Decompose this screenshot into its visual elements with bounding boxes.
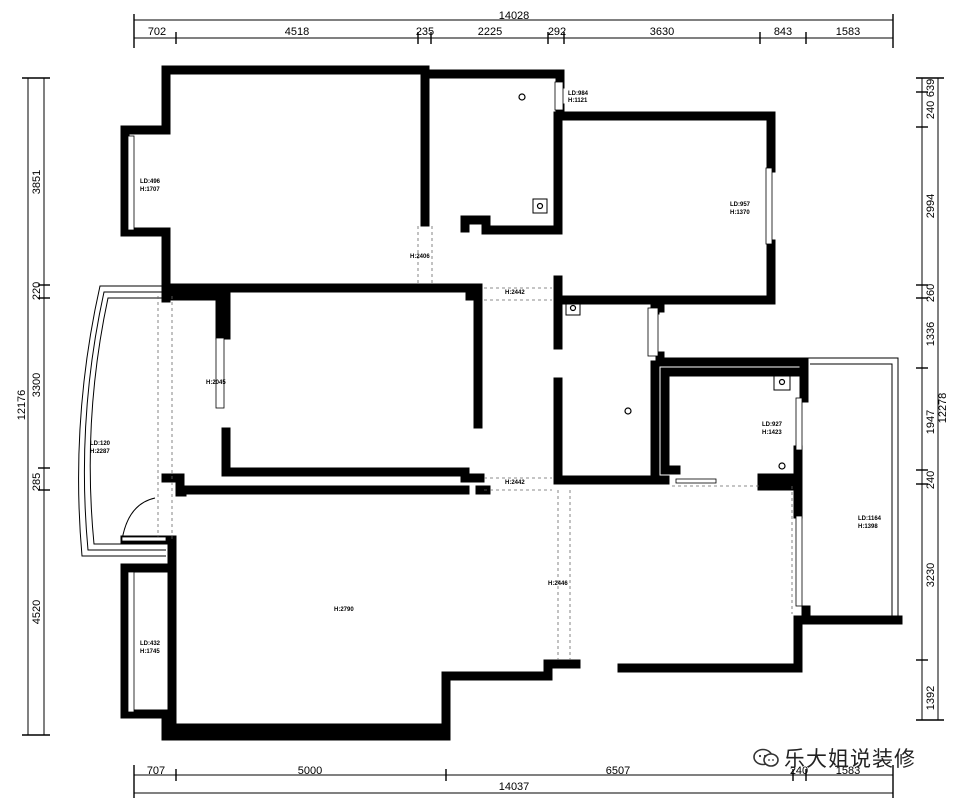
bottom-seg-1: 707 (147, 765, 165, 777)
opening-labels: LD:984 H:1121 LD:496 H:1707 LD:957 H:137… (90, 91, 882, 655)
window-right-mid (647, 307, 659, 357)
label-win-small-room-h: H:1423 (762, 430, 782, 436)
pipe-icon (518, 93, 526, 101)
window-top-mid (554, 81, 564, 111)
right-seg-6: 1947 (925, 410, 937, 434)
chat-bubble-icon (753, 748, 779, 767)
label-win-balcony-left-ld: LD:120 (90, 441, 111, 447)
openings (417, 226, 793, 660)
pipe-icon (778, 462, 786, 470)
label-door-h4: H:2442 (505, 480, 525, 486)
window-balcony-right (795, 515, 803, 607)
window-left-lower (127, 571, 135, 713)
pipe-icon (778, 378, 786, 386)
left-balcony (78, 285, 173, 557)
window-left-upper (127, 135, 135, 231)
pipe-icon (624, 407, 632, 415)
right-seg-1: 240 (925, 101, 937, 119)
label-win-right-upper-ld: LD:957 (730, 202, 751, 208)
label-main-hall: H:2790 (334, 607, 354, 613)
label-win-left-upper-h: H:1707 (140, 187, 160, 193)
bottom-seg-2: 5000 (298, 765, 322, 777)
watermark: 乐大姐说装修 (752, 743, 942, 773)
label-win-balcony-left-h: H:2287 (90, 449, 110, 455)
shaft-box (532, 198, 548, 214)
right-seg-5: 1336 (925, 322, 937, 346)
fixtures (518, 93, 791, 470)
top-total: 14028 (499, 10, 530, 22)
right-seg-9: 1392 (925, 686, 937, 710)
top-seg-6: 3630 (650, 26, 674, 38)
top-seg-4: 2225 (478, 26, 502, 38)
left-dimension: 3851 220 3300 285 4520 12176 (16, 77, 50, 736)
right-seg-2: 639 (925, 79, 937, 97)
left-seg-3: 3300 (31, 373, 43, 397)
walls (120, 65, 903, 741)
right-dimension: 240 639 2994 260 1336 1947 240 3230 1392… (916, 77, 949, 721)
label-win-left-lower-ld: LD:432 (140, 641, 161, 647)
right-seg-3: 2994 (925, 194, 937, 218)
label-door-h5: H:2446 (548, 581, 568, 587)
windows (121, 81, 803, 713)
top-seg-8: 1583 (836, 26, 860, 38)
bottom-dimension: 707 5000 6507 240 1583 14037 (133, 765, 894, 798)
label-door-h1: H:2406 (410, 254, 430, 260)
left-seg-4: 285 (31, 473, 43, 491)
shaft-box (565, 300, 581, 316)
right-seg-4: 260 (925, 284, 937, 302)
pipe-icon (536, 202, 544, 210)
top-seg-7: 843 (774, 26, 792, 38)
door-frame-left-mid (215, 337, 225, 409)
right-seg-7: 240 (925, 471, 937, 489)
label-win-small-room-ld: LD:927 (762, 422, 783, 428)
left-seg-2: 220 (31, 282, 43, 300)
top-seg-5: 292 (548, 26, 566, 38)
label-win-left-upper-ld: LD:496 (140, 179, 161, 185)
top-dimension: 14028 702 4518 235 2225 292 3630 843 158… (133, 10, 894, 48)
top-seg-2: 4518 (285, 26, 309, 38)
shaft-box (773, 373, 791, 391)
bottom-seg-4: 240 (790, 765, 808, 777)
right-seg-8: 3230 (925, 563, 937, 587)
label-door-h3: H:2045 (206, 380, 226, 386)
label-win-right-upper-h: H:1370 (730, 210, 750, 216)
top-seg-3: 235 (416, 26, 434, 38)
top-seg-1: 702 (148, 26, 166, 38)
sill-left-balcony (121, 536, 167, 542)
bottom-seg-3: 6507 (606, 765, 630, 777)
left-seg-5: 4520 (31, 600, 43, 624)
sill-small-room (675, 478, 717, 484)
label-win-top-mid-ld: LD:984 (568, 91, 589, 97)
label-door-h2: H:2442 (505, 290, 525, 296)
bottom-total: 14037 (499, 781, 530, 793)
label-win-balcony-right-h: H:1398 (858, 524, 878, 530)
pipe-icon (569, 304, 577, 312)
window-right-upper (765, 167, 773, 245)
watermark-text: 乐大姐说装修 (784, 747, 916, 771)
label-win-balcony-right-ld: LD:1164 (858, 516, 882, 522)
left-total: 12176 (16, 390, 28, 421)
window-small-room (795, 397, 803, 451)
label-win-top-mid-h: H:1121 (568, 98, 588, 104)
bottom-seg-5: 1583 (836, 765, 860, 777)
right-total: 12278 (937, 393, 949, 424)
left-seg-1: 3851 (31, 170, 43, 194)
label-win-left-lower-h: H:1745 (140, 649, 160, 655)
